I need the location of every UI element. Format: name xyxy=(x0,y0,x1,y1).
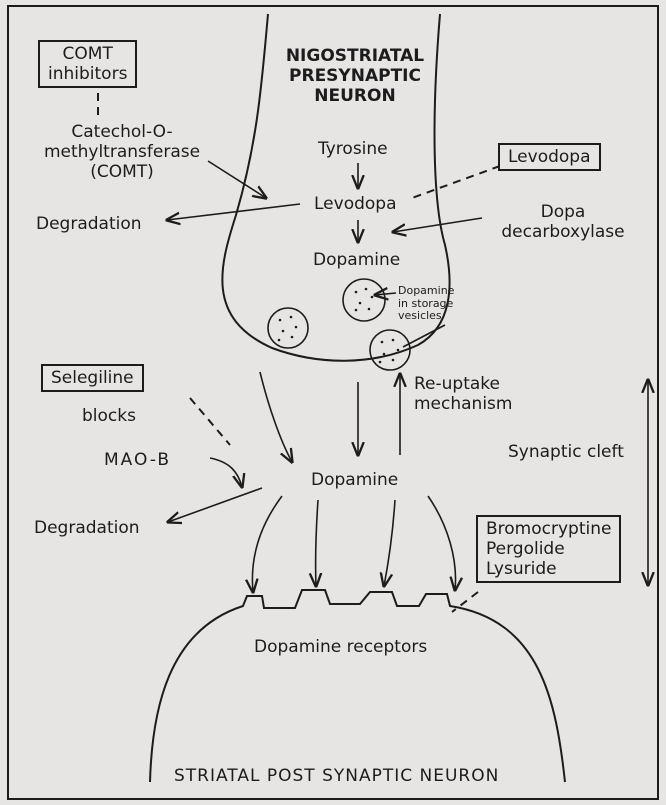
vesicle-label-line: vesicles xyxy=(398,310,454,323)
enzyme-line: methyltransferase xyxy=(22,142,222,162)
arrow-vesicle-label xyxy=(375,293,396,295)
vesicle-label-pointer xyxy=(403,325,445,347)
tyrosine-label: Tyrosine xyxy=(318,139,388,159)
enzyme-line: (COMT) xyxy=(22,162,222,182)
decarboxylase-line: decarboxylase xyxy=(488,222,638,242)
levodopa-drug-dashed-link xyxy=(412,166,500,198)
synaptic-cleft-label: Synaptic cleft xyxy=(508,442,624,462)
arrow-release-left xyxy=(260,372,292,462)
reuptake-line: Re-uptake xyxy=(414,374,512,394)
reuptake-label: Re-uptake mechanism xyxy=(414,374,512,414)
arrow-cleft-degradation xyxy=(168,488,262,522)
dopamine-agonists-box: Bromocryptine Pergolide Lysuride xyxy=(476,515,621,583)
storage-vesicle xyxy=(343,279,385,321)
selegiline-box: Selegiline xyxy=(41,364,144,392)
comt-inhibitors-box: COMT inhibitors xyxy=(38,40,137,88)
postsynaptic-neuron-outline xyxy=(150,590,565,782)
vesicle-label-line: Dopamine xyxy=(398,285,454,298)
levodopa-label: Levodopa xyxy=(314,194,397,214)
box-line: inhibitors xyxy=(48,64,127,84)
dopamine-receptors-label: Dopamine receptors xyxy=(254,637,427,657)
selegiline-dashed-link xyxy=(190,398,230,445)
cleft-dopamine-label: Dopamine xyxy=(311,470,398,490)
arrow-to-receptor xyxy=(316,500,318,586)
dopamine-label: Dopamine xyxy=(313,250,400,270)
reuptake-line: mechanism xyxy=(414,394,512,414)
arrow-decarboxylase xyxy=(393,218,482,232)
agonist-name: Lysuride xyxy=(486,559,611,579)
title-line: NIGOSTRIATAL xyxy=(276,46,434,66)
decarboxylase-line: Dopa xyxy=(488,202,638,222)
arrow-mao-b xyxy=(210,458,242,487)
box-line: COMT xyxy=(48,44,127,64)
title-line: NEURON xyxy=(276,86,434,106)
dopa-decarboxylase-label: Dopa decarboxylase xyxy=(488,202,638,242)
vesicle-label: Dopamine in storage vesicles xyxy=(398,285,454,323)
arrow-to-receptor xyxy=(384,500,395,586)
degradation-label-bottom: Degradation xyxy=(34,518,140,538)
comt-enzyme-label: Catechol-O- methyltransferase (COMT) xyxy=(22,122,222,182)
postsynaptic-neuron-title: STRIATAL POST SYNAPTIC NEURON xyxy=(174,766,499,786)
vesicle-dots xyxy=(278,288,400,364)
agonist-name: Pergolide xyxy=(486,539,611,559)
presynaptic-neuron-title: NIGOSTRIATAL PRESYNAPTIC NEURON xyxy=(276,46,434,106)
storage-vesicle xyxy=(268,308,308,348)
levodopa-drug-box: Levodopa xyxy=(498,143,601,171)
arrow-to-receptor xyxy=(252,496,282,592)
blocks-label: blocks xyxy=(82,406,136,426)
title-line: PRESYNAPTIC xyxy=(276,66,434,86)
mao-b-label: MAO-B xyxy=(104,450,171,470)
agonist-name: Bromocryptine xyxy=(486,519,611,539)
arrow-levodopa-degradation xyxy=(167,204,300,220)
arrow-to-receptor xyxy=(428,496,456,590)
enzyme-line: Catechol-O- xyxy=(22,122,222,142)
degradation-label-top: Degradation xyxy=(36,214,142,234)
